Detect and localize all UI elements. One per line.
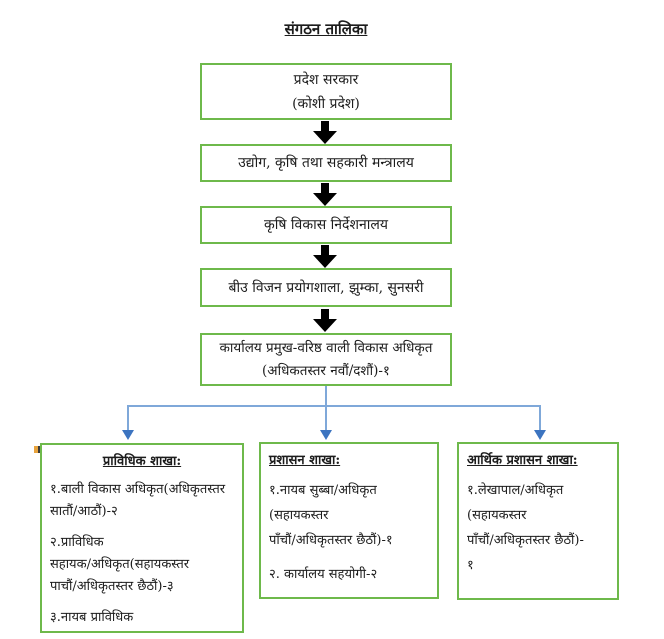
chain-box-directorate: कृषि विकास निर्देशनालय: [200, 206, 452, 244]
chain-box-seed-lab: बीउ विजन प्रयोगशाला, झुम्का, सुनसरी: [200, 268, 452, 307]
branch-item: २.प्राविधिक सहायक/अधिकृत(सहायकस्तर पाचौं…: [50, 535, 190, 594]
chain-box-line: (अधिकतस्तर नवौं/दशौं)-१: [262, 362, 390, 379]
connector-right-line: [539, 405, 541, 431]
branch-item: १.लेखापाल/अधिकृत (सहायकस्तर पाँचौं/अधिकृ…: [467, 483, 584, 573]
down-arrow-icon: [313, 121, 337, 144]
down-arrow-head: [313, 131, 337, 144]
branch-item: ३.नायब प्राविधिक: [50, 610, 134, 625]
connector-arrowhead-right-icon: [534, 430, 546, 440]
chain-box-line: कृषि विकास निर्देशनालय: [264, 217, 388, 233]
chain-box-line: उद्योग, कृषि तथा सहकारी मन्त्रालय: [238, 155, 414, 171]
branch-box-administration: प्रशासन शाखा: १.नायब सुब्बा/अधिकृत (सहाय…: [259, 442, 439, 599]
chain-box-ministry: उद्योग, कृषि तथा सहकारी मन्त्रालय: [200, 144, 452, 182]
down-arrow-stem: [321, 121, 329, 132]
connector-arrowhead-middle-icon: [320, 430, 332, 440]
down-arrow-stem: [321, 245, 329, 256]
branch-item: १.बाली विकास अधिकृत(अधिकृतस्तर सातौं/आठौ…: [50, 482, 226, 519]
down-arrow-head: [313, 193, 337, 206]
connector-left-line: [127, 405, 129, 431]
branch-box-financial-administration: आर्थिक प्रशासन शाखा: १.लेखापाल/अधिकृत (स…: [457, 442, 619, 600]
branch-title: आर्थिक प्रशासन शाखा:: [467, 453, 578, 468]
branch-title: प्राविधिक शाखा:: [102, 454, 182, 469]
branch-item: २. कार्यालय सहयोगी-२: [269, 567, 378, 582]
chain-box-line: प्रदेश सरकार: [293, 71, 359, 88]
chain-box-pradesh-sarkar: प्रदेश सरकार (कोशी प्रदेश): [200, 63, 452, 120]
chain-box-office-chief: कार्यालय प्रमुख-वरिष्ठ वाली विकास अधिकृत…: [200, 333, 452, 386]
down-arrow-icon: [313, 309, 337, 332]
down-arrow-stem: [321, 309, 329, 320]
chain-box-line: बीउ विजन प्रयोगशाला, झुम्का, सुनसरी: [228, 279, 424, 296]
chain-box-line: (कोशी प्रदेश): [292, 95, 360, 112]
branch-title: प्रशासन शाखा:: [269, 453, 341, 468]
down-arrow-icon: [313, 245, 337, 268]
connector-horizontal-line: [127, 405, 541, 407]
chain-box-line: कार्यालय प्रमुख-वरिष्ठ वाली विकास अधिकृत: [219, 339, 433, 356]
down-arrow-icon: [313, 183, 337, 206]
branch-box-technical: प्राविधिक शाखा: १.बाली विकास अधिकृत(अधिक…: [40, 443, 244, 633]
connector-stub-line: [325, 386, 327, 407]
down-arrow-head: [313, 255, 337, 268]
page-title: संगठन तालिका: [284, 20, 368, 38]
anchor-artifact: [34, 446, 41, 453]
connector-middle-line: [325, 405, 327, 431]
down-arrow-stem: [321, 183, 329, 194]
branch-item: १.नायब सुब्बा/अधिकृत (सहायकस्तर पाँचौं/अ…: [269, 483, 393, 548]
connector-arrowhead-left-icon: [122, 430, 134, 440]
down-arrow-head: [313, 319, 337, 332]
